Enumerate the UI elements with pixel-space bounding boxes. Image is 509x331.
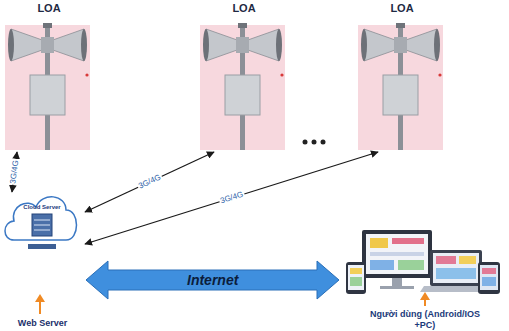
speaker-label: LOA [358, 2, 446, 14]
speaker-label: LOA [200, 2, 288, 14]
server-caption: Web Server [0, 318, 85, 328]
link-arrow [85, 152, 214, 212]
link-arrow [85, 152, 378, 244]
server-label: Cloud Server [22, 204, 62, 210]
speaker-label: LOA [5, 2, 93, 14]
link-arrow [12, 152, 17, 192]
link-label: 3G/4G [136, 173, 163, 191]
speaker-node: LOA [358, 2, 446, 152]
user-node: Người dùng (Android/IOS +PC) [340, 226, 509, 331]
user-caption: Người dùng (Android/IOS +PC) [370, 309, 480, 330]
link-label: 3G/4G [218, 190, 245, 205]
speaker-node: LOA [200, 2, 288, 152]
internet-arrow [86, 261, 339, 299]
link-label: 3G/4G [9, 159, 20, 185]
internet-label: Internet [186, 273, 239, 287]
server-node: Cloud ServerWeb Server [0, 192, 85, 331]
speaker-node: LOA [5, 2, 93, 152]
